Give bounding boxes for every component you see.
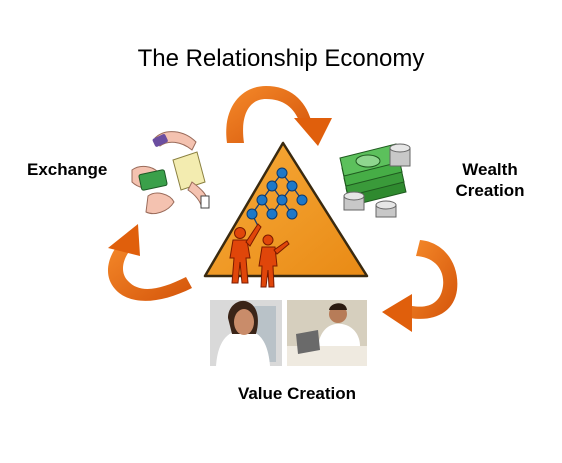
wealth-label-line2: Creation [455,181,525,200]
woman-at-computer-photo [210,300,282,366]
right-cycle-arrow [382,240,458,332]
value-creation-label: Value Creation [237,384,357,403]
exchange-label: Exchange [27,160,108,179]
money-stack-icon [339,143,411,218]
left-cycle-arrow [107,224,192,301]
exchange-hands-icon [131,131,210,215]
wealth-label-line1: Wealth [462,160,518,179]
top-cycle-arrow [226,86,332,146]
wealth-creation-label: Wealth Creation [448,159,532,201]
man-at-laptop-photo [287,300,367,366]
diagram-title: The Relationship Economy [137,45,425,72]
pyramid-icon [203,141,369,288]
